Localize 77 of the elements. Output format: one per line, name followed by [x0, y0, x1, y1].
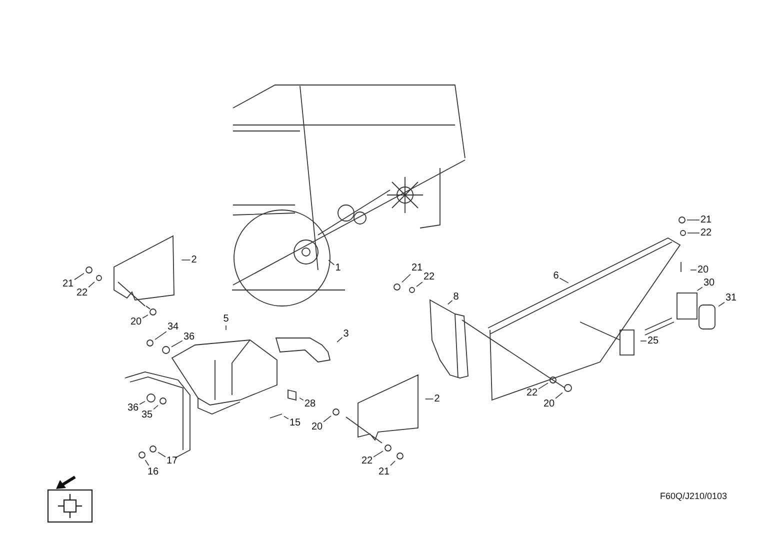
fastener-part: [96, 274, 102, 282]
leader-line: [390, 460, 396, 466]
leader-line: [328, 260, 335, 266]
leader-line: [718, 302, 725, 307]
leader-line: [171, 340, 183, 348]
leader-line: [154, 331, 167, 340]
callout-number: 15: [289, 418, 301, 428]
leader-line: [284, 416, 289, 420]
fastener-part: [384, 444, 392, 452]
callout-number: 30: [703, 278, 715, 288]
leader-line: [88, 282, 95, 288]
fastener-part: [564, 384, 572, 392]
callout-number: 8: [453, 292, 459, 302]
callout-number: 36: [183, 332, 195, 342]
fastener-part: [162, 346, 170, 354]
leader-line: [299, 398, 304, 401]
fastener-part: [85, 266, 93, 274]
callout-number: 6: [553, 270, 559, 282]
callout-number: 31: [725, 292, 737, 304]
callout-number: 1: [335, 262, 341, 274]
leader-line: [424, 398, 434, 400]
callout-number: 22: [700, 228, 712, 238]
fastener-part: [396, 452, 404, 460]
fastener-part: [146, 393, 156, 403]
drawing-number: F60Q/J210/0103: [660, 491, 728, 501]
leader-line: [153, 404, 158, 410]
leader-line: [74, 272, 84, 280]
leader-line: [687, 232, 700, 234]
callout-number: 34: [167, 322, 179, 332]
callout-number: 16: [147, 466, 159, 478]
leader-line: [416, 282, 423, 287]
leader-line: [447, 300, 453, 305]
callout-number: 36: [127, 402, 139, 414]
callout-number: 2: [191, 254, 197, 266]
fastener-part: [393, 283, 401, 291]
fastener-part: [549, 376, 557, 384]
callout-number: 21: [378, 466, 390, 478]
leader-line: [555, 392, 563, 399]
leader-line: [559, 278, 569, 284]
callout-number: 3: [343, 328, 349, 340]
leader-line: [640, 340, 647, 342]
callout-number: 17: [166, 456, 178, 466]
fastener-part: [678, 216, 686, 224]
callout-number: 22: [423, 272, 435, 282]
callout-number: 20: [130, 316, 142, 328]
fastener-part: [680, 230, 686, 236]
leader-line: [336, 337, 343, 342]
callout-number: 5: [223, 314, 229, 324]
fastener-part: [149, 445, 157, 453]
leader-line: [323, 416, 332, 422]
fastener-part: [138, 451, 146, 459]
leader-line: [538, 382, 548, 390]
leader-line: [139, 400, 146, 405]
callout-number: 21: [700, 214, 712, 226]
leader-line: [158, 452, 166, 458]
callout-number: 20: [697, 264, 709, 276]
fastener-part: [332, 408, 340, 416]
callout-number: 22: [76, 288, 88, 298]
callout-number: 21: [411, 262, 423, 274]
fastener-part: [146, 339, 154, 347]
leader-line: [696, 286, 703, 291]
leader-line: [373, 450, 384, 458]
fastener-part: [149, 308, 157, 316]
callout-number: 20: [311, 422, 323, 432]
callout-number: 22: [526, 388, 538, 398]
leader-line: [142, 314, 148, 319]
callout-number: 21: [62, 278, 74, 290]
fastener-part: [159, 397, 167, 405]
leader-line: [144, 460, 150, 466]
callout-number: 25: [647, 336, 659, 346]
callout-number: 22: [361, 456, 373, 466]
callout-number: 28: [304, 398, 316, 410]
leader-line: [402, 274, 411, 283]
callout-number: 35: [141, 410, 153, 420]
callout-number: 2: [434, 394, 440, 404]
callout-number: 20: [543, 398, 555, 410]
fastener-part: [408, 286, 416, 294]
